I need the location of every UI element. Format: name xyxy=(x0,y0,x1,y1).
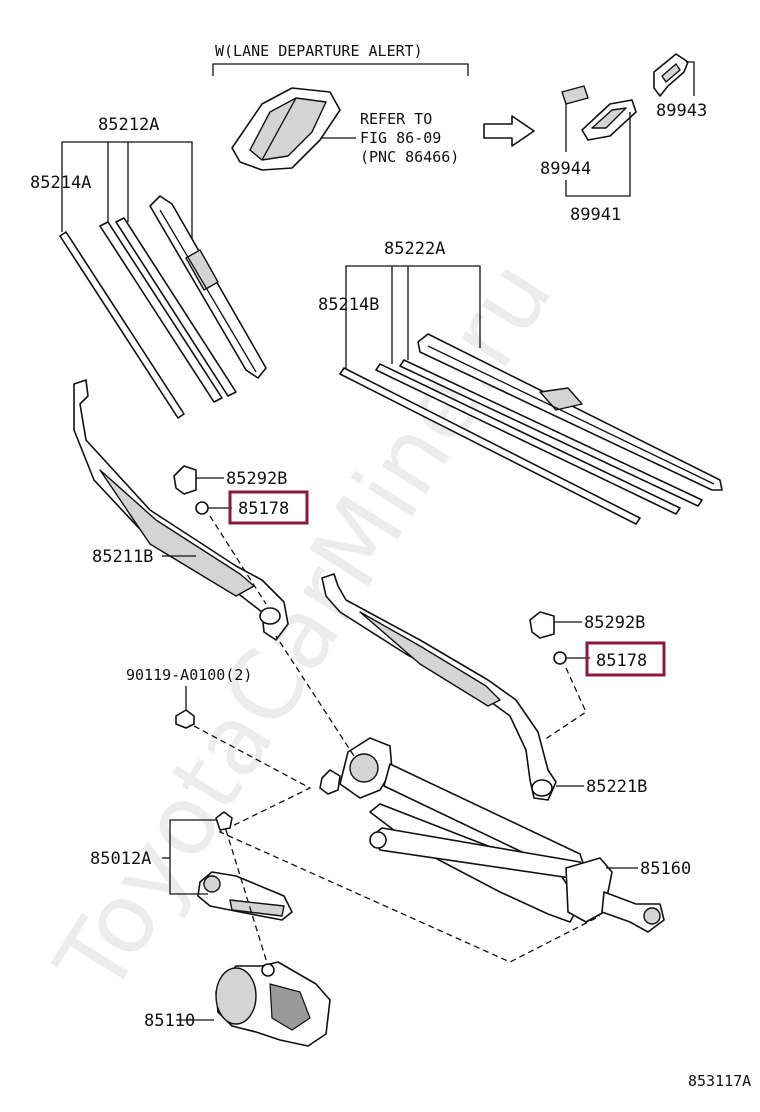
cap-85292B-left-part xyxy=(173,465,197,495)
leader-89941 xyxy=(565,112,631,197)
label-85178-right: 85178 xyxy=(596,651,647,671)
left-blade-group: 85212A 85214A xyxy=(30,115,267,419)
camera-cover-part xyxy=(231,87,341,171)
leader-85222A xyxy=(345,265,481,372)
blade-strip-left-2-part xyxy=(115,217,237,397)
label-85160: 85160 xyxy=(640,859,691,879)
linkage-85160-part: 85160 xyxy=(275,635,691,933)
left-arm-group: 85292B 85178 85211B xyxy=(73,379,309,641)
label-85222A: 85222A xyxy=(384,239,445,259)
leader-89943 xyxy=(686,61,695,96)
label-85211B: 85211B xyxy=(92,547,153,567)
blade-strip-right-2-part xyxy=(399,359,703,507)
label-85212A: 85212A xyxy=(98,115,159,135)
crank-85012A-group: 85012A xyxy=(90,811,293,967)
refer-line-1: REFER TO xyxy=(360,110,432,128)
highlight-85178-right xyxy=(585,641,666,677)
label-85214A: 85214A xyxy=(30,173,91,193)
leader-85012A xyxy=(169,819,216,895)
label-85110: 85110 xyxy=(144,1011,195,1031)
lane-alert-title: W(LANE DEPARTURE ALERT) xyxy=(215,42,423,60)
blade-strip-right-1-part xyxy=(375,363,681,515)
blade-body-right-part xyxy=(417,333,723,491)
motor-85110-part: 85110 xyxy=(144,961,331,1047)
blade-strip-left-1-part xyxy=(99,221,223,403)
label-89944: 89944 xyxy=(540,159,591,179)
label-85214B: 85214B xyxy=(318,295,379,315)
label-85178-left: 85178 xyxy=(238,499,289,519)
cap-85292B-right-part xyxy=(529,611,555,639)
clip-89943-part xyxy=(653,53,689,97)
nut-85178-right-part xyxy=(553,651,567,665)
figure-number: 853117A xyxy=(688,1072,751,1090)
label-89941: 89941 xyxy=(570,205,621,225)
blade-rubber-left-part xyxy=(59,231,185,419)
refer-line-3: (PNC 86466) xyxy=(360,148,459,166)
nut-85012A-part xyxy=(215,811,233,831)
nut-85178-left-part xyxy=(195,501,209,515)
label-85292B-right: 85292B xyxy=(584,613,645,633)
lane-alert-group: W(LANE DEPARTURE ALERT) REFER TO FIG 86-… xyxy=(212,42,707,225)
right-arm-group: 85292B 85178 85221B xyxy=(321,573,666,801)
leader-85212A xyxy=(61,141,193,248)
label-85292B-left: 85292B xyxy=(226,469,287,489)
label-85012A: 85012A xyxy=(90,849,151,869)
label-90119: 90119-A0100(2) xyxy=(126,666,252,684)
refer-line-2: FIG 86-09 xyxy=(360,129,441,147)
pad-89944-part xyxy=(561,85,589,105)
bolt-90119-part xyxy=(175,709,195,729)
blade-body-left-part xyxy=(149,195,267,379)
crank-arm-85012A-part xyxy=(197,871,293,921)
bracket-89941-part xyxy=(581,99,637,141)
label-85221B: 85221B xyxy=(586,777,647,797)
arrow-right-icon xyxy=(483,115,535,147)
watermark: ToyotaCarMine.ru xyxy=(34,242,574,1013)
blade-rubber-right-part xyxy=(339,367,641,525)
highlight-85178-left xyxy=(228,490,309,525)
right-blade-group: 85222A 85214B xyxy=(318,239,723,525)
label-89943: 89943 xyxy=(656,101,707,121)
bolt-90119-group: 90119-A0100(2) xyxy=(126,666,601,963)
lane-alert-bracket xyxy=(212,63,469,76)
wiper-arm-right-part xyxy=(321,573,557,801)
